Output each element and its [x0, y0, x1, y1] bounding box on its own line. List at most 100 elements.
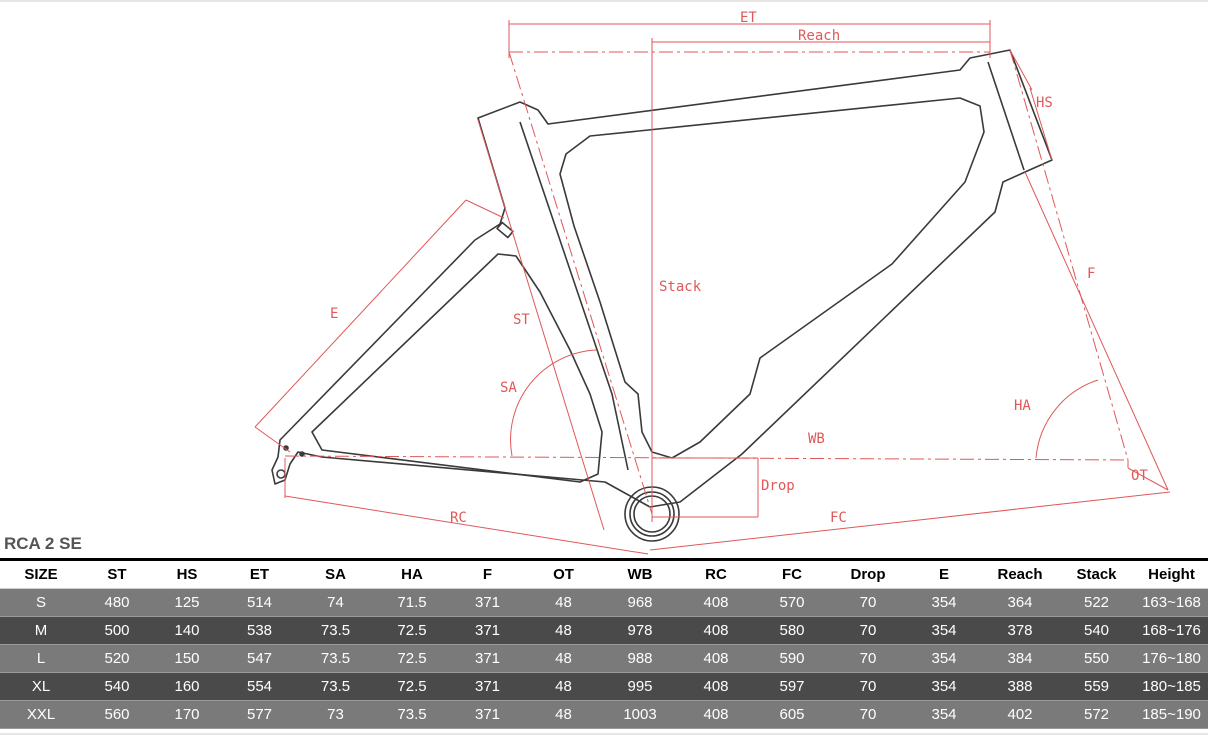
table-title: RCA 2 SE: [4, 534, 82, 553]
table-cell: 408: [678, 672, 754, 701]
table-cell: 540: [1058, 616, 1135, 645]
table-cell: 988: [602, 644, 678, 673]
header-ot: OT: [525, 559, 602, 589]
table-cell: 70: [830, 616, 906, 645]
table-cell: 140: [152, 616, 222, 645]
header-st: ST: [82, 559, 152, 589]
table-cell: 354: [906, 616, 982, 645]
table-cell: 48: [525, 616, 602, 645]
table-cell: 371: [450, 616, 525, 645]
table-cell: 125: [152, 588, 222, 617]
table-cell: 480: [82, 588, 152, 617]
table-cell: 371: [450, 672, 525, 701]
label-sa: SA: [500, 380, 517, 396]
table-cell: 547: [222, 644, 297, 673]
dimension-labels: ET Reach HS Stack ST E F SA HA WB Drop O…: [330, 10, 1148, 526]
table-cell: 554: [222, 672, 297, 701]
table-cell: 538: [222, 616, 297, 645]
table-cell: 73.5: [297, 644, 374, 673]
header-size: SIZE: [0, 559, 82, 589]
table-cell: 408: [678, 616, 754, 645]
table-cell: 150: [152, 644, 222, 673]
table-cell: 170: [152, 700, 222, 729]
st-line: [477, 119, 605, 531]
rear-dropout-bolt: [276, 469, 286, 479]
e-line-outer: [254, 199, 467, 428]
rc-line: [284, 495, 649, 555]
table-cell: 514: [222, 588, 297, 617]
label-st: ST: [513, 312, 530, 328]
table-cell: XXL: [0, 700, 82, 729]
table-cell: 176~180: [1135, 644, 1208, 673]
table-cell: 48: [525, 644, 602, 673]
fc-line: [649, 491, 1171, 551]
label-reach: Reach: [798, 28, 840, 44]
seatstay-bridge: [496, 221, 514, 239]
table-cell: 48: [525, 700, 602, 729]
table-cell: 968: [602, 588, 678, 617]
header-wb: WB: [602, 559, 678, 589]
table-cell: XL: [0, 672, 82, 701]
table-cell: 70: [830, 700, 906, 729]
table-cell: 72.5: [374, 616, 450, 645]
header-fc: FC: [754, 559, 830, 589]
table-cell: 72.5: [374, 644, 450, 673]
label-wb: WB: [808, 431, 825, 447]
fork-axis-dash: [1009, 49, 1129, 461]
table-cell: 73.5: [297, 672, 374, 701]
e-line-end: [254, 426, 291, 453]
table-cell: 402: [982, 700, 1058, 729]
table-cell: 572: [1058, 700, 1135, 729]
table-cell: 570: [754, 588, 830, 617]
table-cell: 160: [152, 672, 222, 701]
table-cell: 371: [450, 588, 525, 617]
header-stack: Stack: [1058, 559, 1135, 589]
table-cell: 560: [82, 700, 152, 729]
header-height: Height: [1135, 559, 1208, 589]
table-cell: 408: [678, 644, 754, 673]
label-f: F: [1087, 266, 1095, 282]
table-cell: 590: [754, 644, 830, 673]
ot-line: [1127, 467, 1169, 491]
table-cell: 995: [602, 672, 678, 701]
table-cell: 605: [754, 700, 830, 729]
table-cell: 388: [982, 672, 1058, 701]
table-cell: 597: [754, 672, 830, 701]
table-cell: 978: [602, 616, 678, 645]
label-fc: FC: [830, 510, 847, 526]
seat-tube-edge: [519, 121, 629, 471]
label-ha: HA: [1014, 398, 1031, 414]
table-cell: 70: [830, 672, 906, 701]
table-cell: 70: [830, 588, 906, 617]
table-cell: 540: [82, 672, 152, 701]
wb-line: [284, 455, 1129, 461]
table-cell: 180~185: [1135, 672, 1208, 701]
table-cell: 1003: [602, 700, 678, 729]
table-cell: 577: [222, 700, 297, 729]
e-line-cap: [465, 199, 505, 219]
label-ot: OT: [1131, 468, 1148, 484]
table-cell: 185~190: [1135, 700, 1208, 729]
table-cell: 522: [1058, 588, 1135, 617]
front-triangle-inner: [559, 97, 985, 459]
table-cell: 70: [830, 644, 906, 673]
table-cell: 168~176: [1135, 616, 1208, 645]
table-cell: 73: [297, 700, 374, 729]
bike-frame: [271, 49, 1053, 542]
table-cell: 354: [906, 644, 982, 673]
table-cell: 163~168: [1135, 588, 1208, 617]
table-cell: 354: [906, 588, 982, 617]
dimension-lines: [254, 20, 1171, 555]
header-ha: HA: [374, 559, 450, 589]
fork-line: [1024, 171, 1169, 491]
header-hs: HS: [152, 559, 222, 589]
table-cell: 74: [297, 588, 374, 617]
table-cell: 408: [678, 700, 754, 729]
table-cell: S: [0, 588, 82, 617]
hs-line-top: [1009, 49, 1033, 91]
